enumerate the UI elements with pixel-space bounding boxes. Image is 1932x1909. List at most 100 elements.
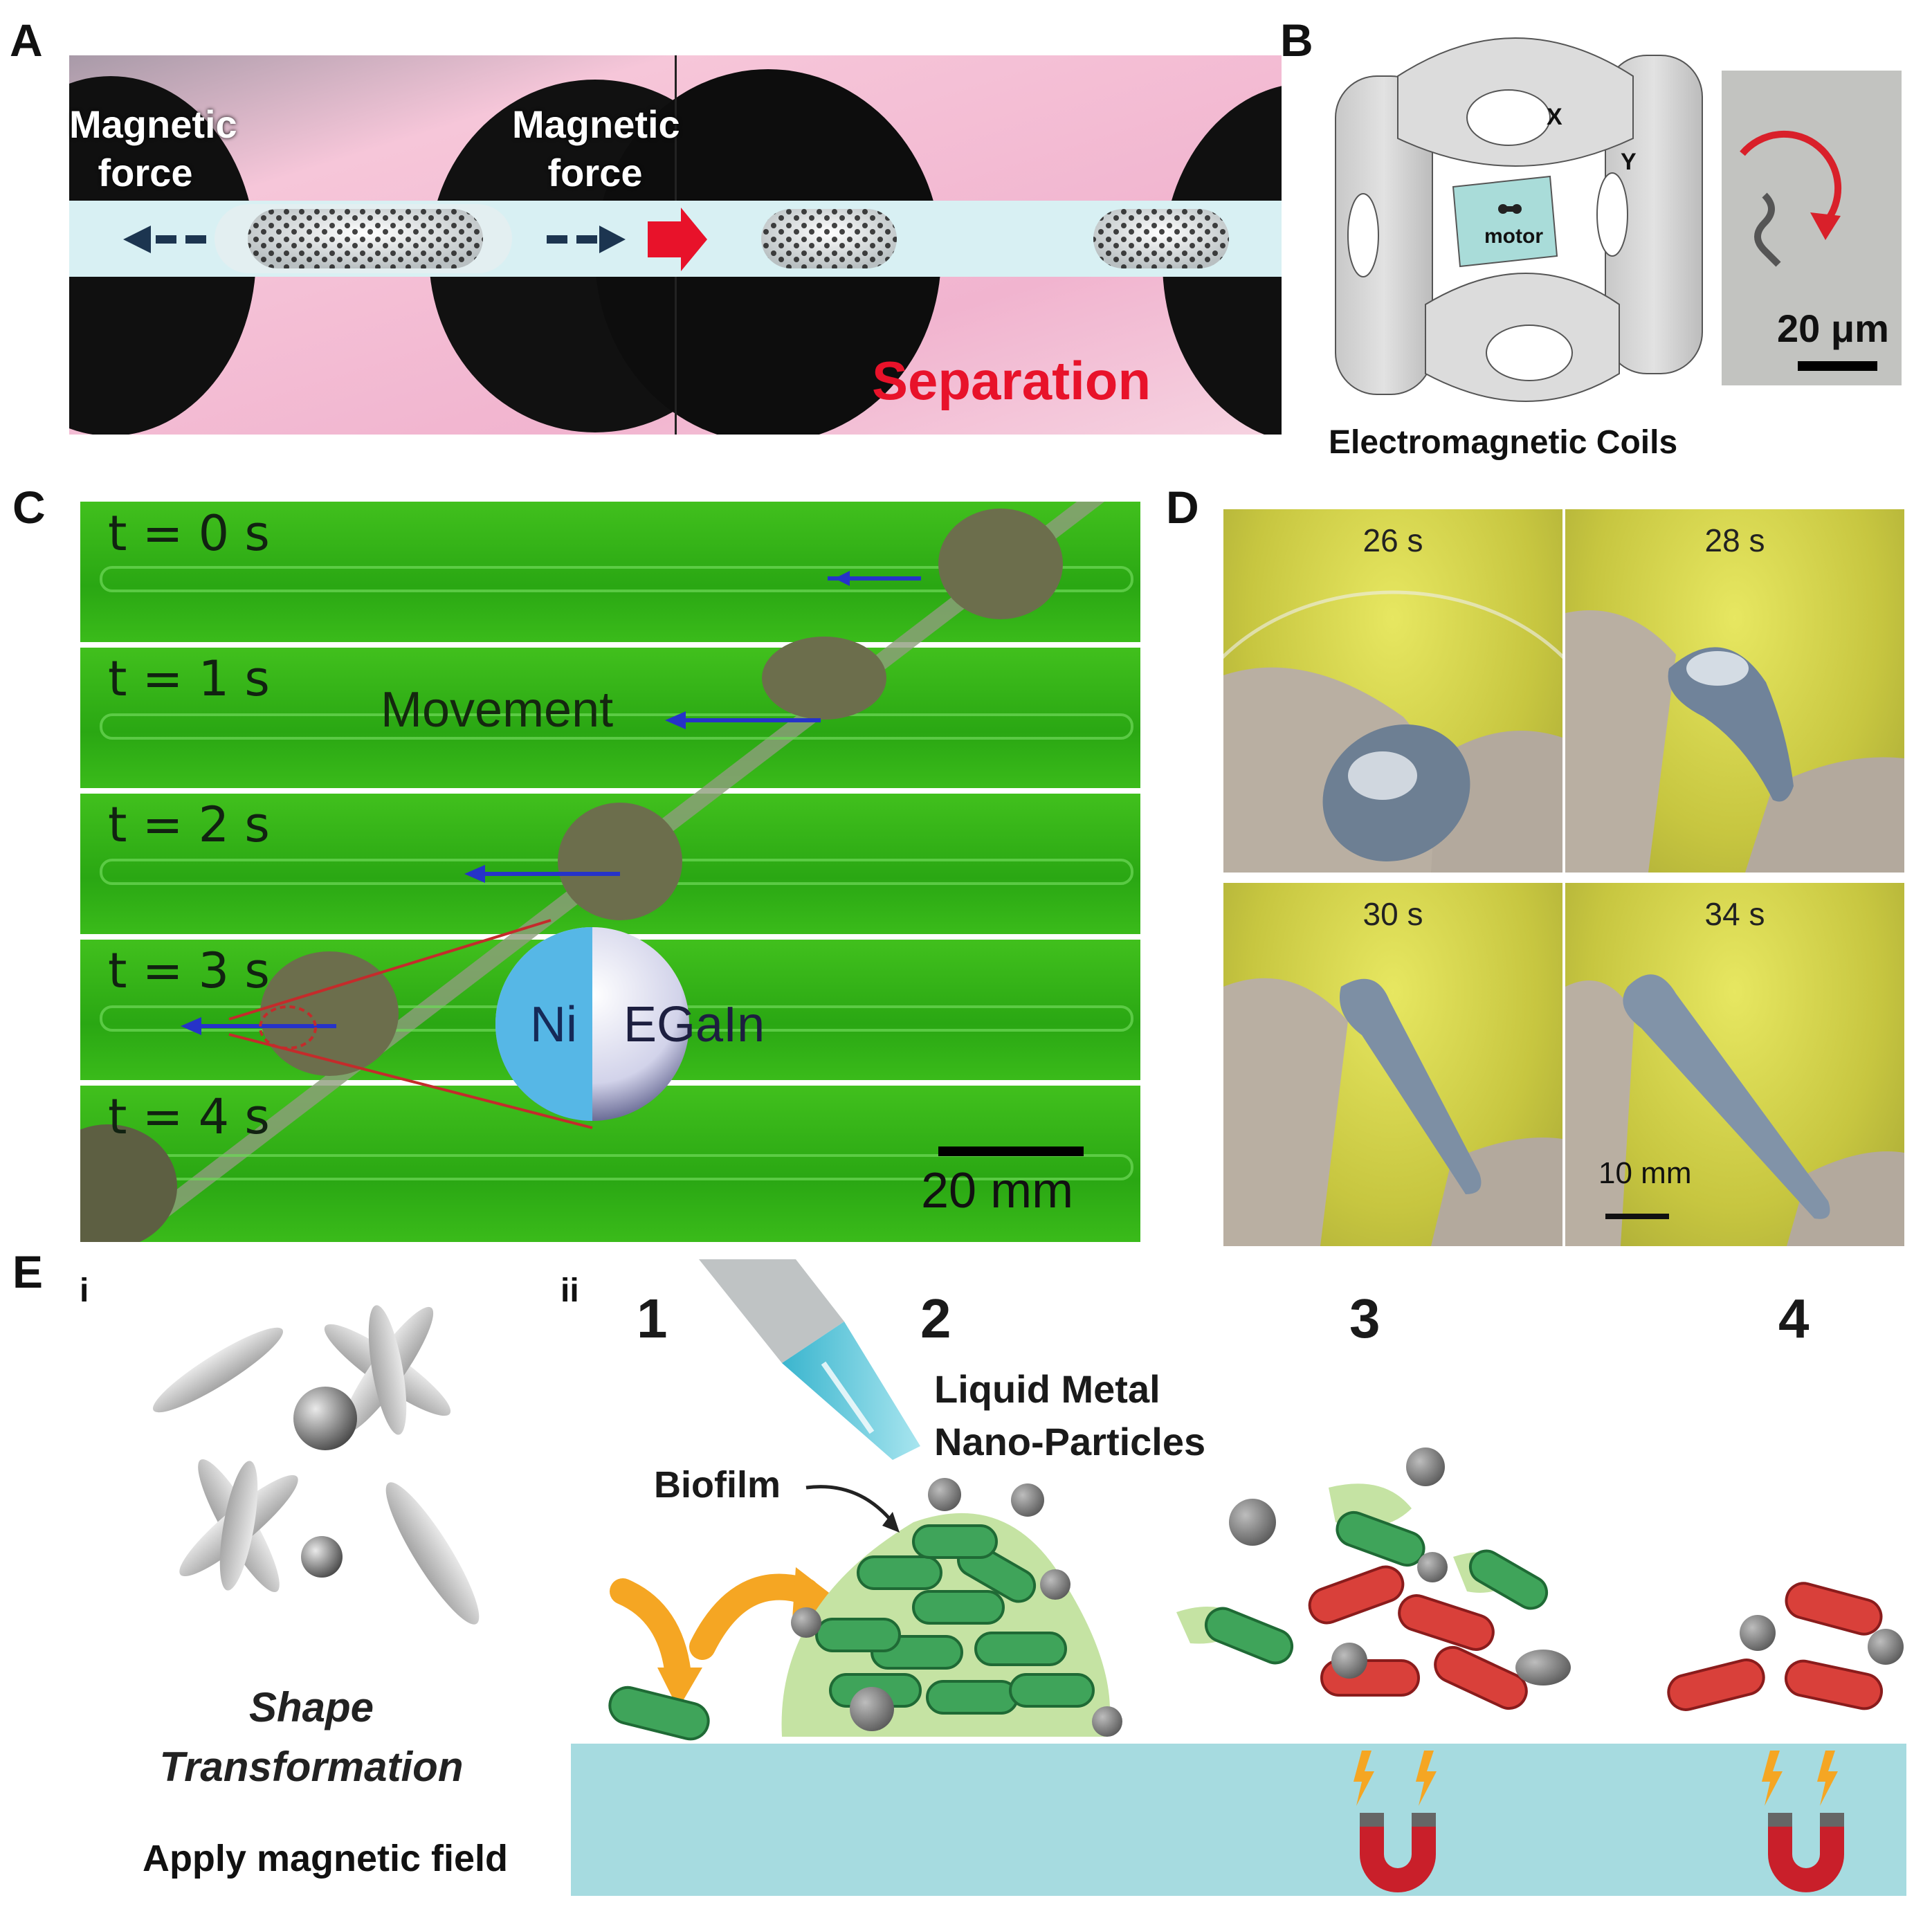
panel-e-letter: E xyxy=(12,1246,44,1297)
red-arrow xyxy=(648,208,707,271)
right-dashed-arrow xyxy=(547,226,626,253)
bottom-coil xyxy=(1425,273,1620,402)
metal-droplet-30s xyxy=(1340,978,1482,1194)
biofilm-illustration: 1 2 3 4 Liquid Metal Nano-Particles Biof… xyxy=(567,1259,1910,1896)
biofilm-label: Biofilm xyxy=(654,1464,781,1506)
axis-x-label: X xyxy=(1547,104,1562,130)
pipette-tip xyxy=(782,1322,920,1460)
panel-d-letter: D xyxy=(1166,482,1199,533)
magnet-step4 xyxy=(1768,1813,1844,1892)
time-label-3: t = 3 s xyxy=(108,942,270,999)
step3-green-bacteria xyxy=(1204,1510,1549,1665)
step3-red-bacteria xyxy=(1308,1565,1528,1710)
disc-2 xyxy=(558,803,682,920)
c-scale-bar xyxy=(938,1147,1084,1156)
d-time-2: 30 s xyxy=(1363,896,1423,932)
photo-34s: 34 s 10 mm xyxy=(1565,883,1904,1246)
disc-1 xyxy=(762,637,886,720)
photo-28s: 28 s xyxy=(1565,509,1904,873)
star-bottom-left xyxy=(179,1459,298,1593)
d-time-3: 34 s xyxy=(1704,896,1765,932)
curved-arrow-1 xyxy=(610,1578,691,1688)
large-sphere xyxy=(293,1387,357,1450)
step4-nanoparticles xyxy=(1740,1615,1904,1665)
photo-26s-svg xyxy=(1223,590,1562,873)
surface xyxy=(571,1744,1906,1896)
time-label-0: t = 0 s xyxy=(108,505,270,562)
motor-label: motor xyxy=(1484,225,1543,248)
liquid-metal-label: Liquid Metal Nano-Particles xyxy=(934,1363,1205,1468)
left-dashed-arrow xyxy=(123,226,206,253)
top-coil xyxy=(1397,37,1634,167)
lm-line1: Liquid Metal xyxy=(934,1367,1160,1411)
movement-label: Movement xyxy=(381,682,614,738)
d-time-0: 26 s xyxy=(1363,522,1423,558)
lm-line2: Nano-Particles xyxy=(934,1420,1206,1463)
disc-0 xyxy=(938,509,1063,619)
photo-26s: 26 s xyxy=(1223,509,1562,873)
d-scale-label: 10 mm xyxy=(1598,1156,1692,1190)
strip-1 xyxy=(80,648,1140,788)
axis-y-label: Y xyxy=(1621,149,1637,175)
sub-ii-label: ii xyxy=(561,1272,579,1309)
rotation-arrow xyxy=(1740,130,1842,226)
curved-arrow-2 xyxy=(689,1573,819,1660)
coils-caption: Electromagnetic Coils xyxy=(1329,424,1678,461)
right-force-label: Magnetic force xyxy=(512,100,680,197)
pipette-body xyxy=(699,1259,844,1363)
left-force-line1: Magnetic xyxy=(69,102,237,146)
shapes-illustration xyxy=(138,1287,526,1661)
biofilm-svg xyxy=(571,1259,1906,1896)
rod-bottom-right xyxy=(385,1482,480,1625)
ni-label: Ni xyxy=(530,997,577,1052)
metal-droplet-34s xyxy=(1623,974,1830,1219)
left-force-line2: force xyxy=(98,151,193,194)
shapes-svg xyxy=(152,1305,480,1625)
step-3: 3 xyxy=(1349,1288,1380,1349)
blue-arrows xyxy=(181,571,921,1035)
panel-c-letter: C xyxy=(12,482,46,533)
shape-line2: Transformation xyxy=(159,1744,464,1790)
panel-b-letter: B xyxy=(1280,15,1313,66)
separation-label: Separation xyxy=(872,350,1151,411)
nanoparticles-step2 xyxy=(791,1478,1122,1737)
right-force-line1: Magnetic xyxy=(512,102,680,146)
ni-half xyxy=(495,927,592,1121)
biofilm-pointer xyxy=(805,1485,894,1524)
c-scale-label: 20 mm xyxy=(921,1163,1074,1218)
egain-label: EGaIn xyxy=(623,997,765,1052)
micrograph-scale-bar xyxy=(1798,361,1877,371)
step-4: 4 xyxy=(1778,1288,1810,1349)
photo-30s-svg xyxy=(1223,978,1562,1246)
photo-30s: 30 s xyxy=(1223,883,1562,1246)
helix-motor xyxy=(1754,192,1781,267)
time-label-1: t = 1 s xyxy=(108,650,270,707)
time-label-4: t = 4 s xyxy=(108,1088,270,1145)
bacterium-step1 xyxy=(608,1686,710,1741)
micrograph-scale: 20 μm xyxy=(1777,307,1889,350)
panel-a-figure: Magnetic force Magnetic force Separation xyxy=(0,55,1453,443)
d-time-1: 28 s xyxy=(1704,522,1765,558)
metal-droplet-28s xyxy=(1668,647,1794,802)
time-label-2: t = 2 s xyxy=(108,796,270,853)
rod-top-left xyxy=(152,1327,284,1413)
shape-transformation-label: Shape Transformation xyxy=(118,1678,505,1797)
step-2: 2 xyxy=(920,1288,951,1349)
magnet-step3 xyxy=(1360,1813,1436,1892)
lightning-bolts xyxy=(1354,1751,1838,1806)
d-scale-bar xyxy=(1605,1214,1669,1219)
panel-a-letter: A xyxy=(10,15,43,66)
apply-field-label: Apply magnetic field xyxy=(142,1838,509,1879)
panel-b-coils: X Y motor xyxy=(1322,28,1716,422)
star-top-right xyxy=(324,1305,451,1435)
small-sphere xyxy=(301,1536,343,1578)
step3-nanoparticles xyxy=(1229,1447,1571,1686)
left-force-label: Magnetic force xyxy=(69,100,237,197)
right-force-line2: force xyxy=(547,151,643,194)
disc-3 xyxy=(260,951,399,1076)
left-coil xyxy=(1335,75,1433,395)
panel-b-micrograph: 20 μm xyxy=(1722,71,1902,385)
step4-red-bacteria xyxy=(1667,1582,1884,1711)
coils-svg xyxy=(1335,37,1703,402)
photo-34s-svg xyxy=(1565,974,1904,1246)
